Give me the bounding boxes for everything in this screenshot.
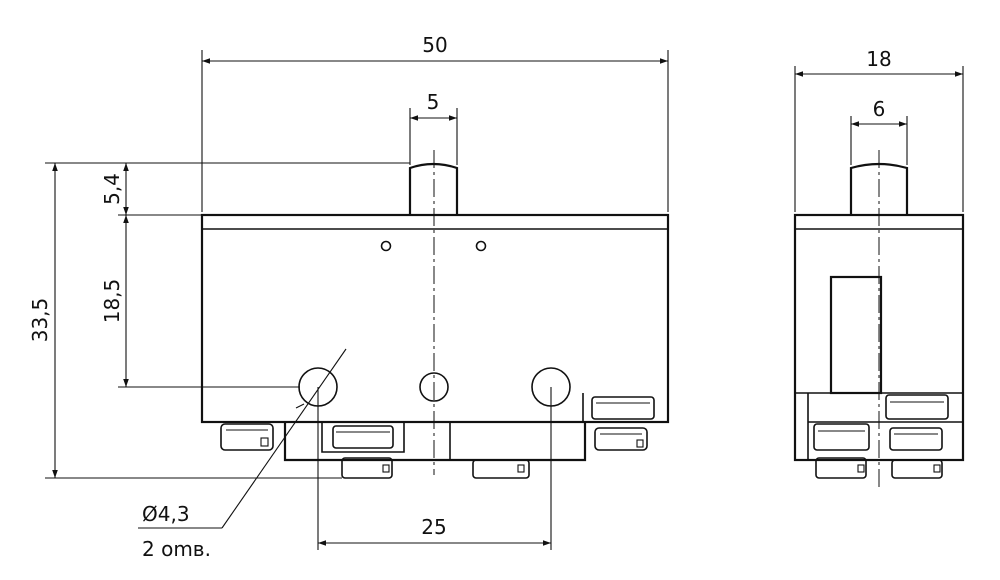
dim-label-18: 18: [866, 47, 891, 71]
plunger: [408, 162, 459, 215]
terminal-center-left: [321, 422, 405, 479]
dim-side-plunger-width: 6: [850, 97, 908, 165]
side-terminal-right: [885, 394, 949, 479]
dim-plunger-width: 5: [409, 90, 458, 165]
dim-label-6: 6: [873, 97, 886, 121]
dim-label-50: 50: [422, 33, 447, 57]
dim-hole-spacing: 25: [317, 387, 552, 550]
dim-label-25: 25: [421, 515, 446, 539]
hole-count-label: 2 omв.: [142, 537, 211, 561]
terminal-left: [220, 423, 274, 451]
hole-diameter-label: Ø4,3: [142, 502, 190, 526]
dim-body-height: 18,5: [100, 215, 300, 388]
side-terminal-left: [813, 423, 870, 479]
switch-body: [200, 213, 670, 424]
dim-total-height: 33,5: [28, 162, 410, 479]
hole-leader: Ø4,3 2 omв.: [138, 348, 347, 561]
terminal-right: [582, 393, 669, 451]
dim-overall-width: 50: [201, 33, 669, 212]
dim-label-33-5: 33,5: [28, 298, 52, 343]
dim-label-5: 5: [427, 90, 440, 114]
front-view: 50 5 33,5 5,4 18,5: [28, 33, 670, 561]
dim-label-18-5: 18,5: [100, 279, 124, 324]
side-actuator: [829, 275, 883, 395]
terminal-center-bottom: [472, 459, 530, 479]
pin-left: [380, 240, 392, 252]
center-hole: [419, 372, 449, 402]
terminal-base: [283, 422, 587, 462]
dim-side-width: 18: [794, 47, 964, 212]
pin-right: [475, 240, 487, 252]
dim-label-5-4: 5,4: [100, 173, 124, 205]
dim-plunger-travel: 5,4: [100, 163, 202, 216]
side-view: 18 6: [793, 47, 965, 490]
